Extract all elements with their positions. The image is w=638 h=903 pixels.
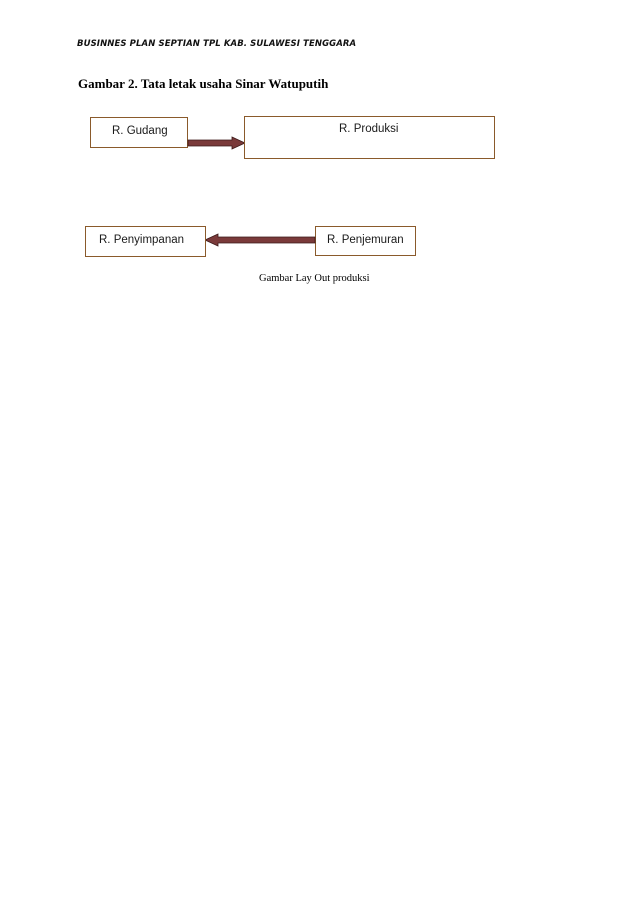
figure-title: Gambar 2. Tata letak usaha Sinar Watuput…	[78, 76, 329, 91]
figure-caption: Gambar Lay Out produksi	[259, 273, 370, 284]
box-r-penyimpanan-label: R. Penyimpanan	[99, 234, 185, 246]
box-r-produksi-label: R. Produksi	[339, 123, 399, 135]
box-r-gudang-label: R. Gudang	[112, 125, 168, 137]
box-r-penjemuran: R. Penjemuran	[315, 226, 416, 256]
box-r-penjemuran-label: R. Penjemuran	[327, 234, 404, 246]
arrow-gudang-to-produksi	[187, 136, 246, 150]
arrow-penjemuran-to-penyimpanan	[204, 233, 316, 247]
box-r-gudang: R. Gudang	[90, 117, 188, 148]
page-header: BUSINNES PLAN SEPTIAN TPL KAB. SULAWESI …	[77, 39, 357, 49]
box-r-penyimpanan: R. Penyimpanan	[85, 226, 206, 257]
box-r-produksi: R. Produksi	[244, 116, 495, 159]
